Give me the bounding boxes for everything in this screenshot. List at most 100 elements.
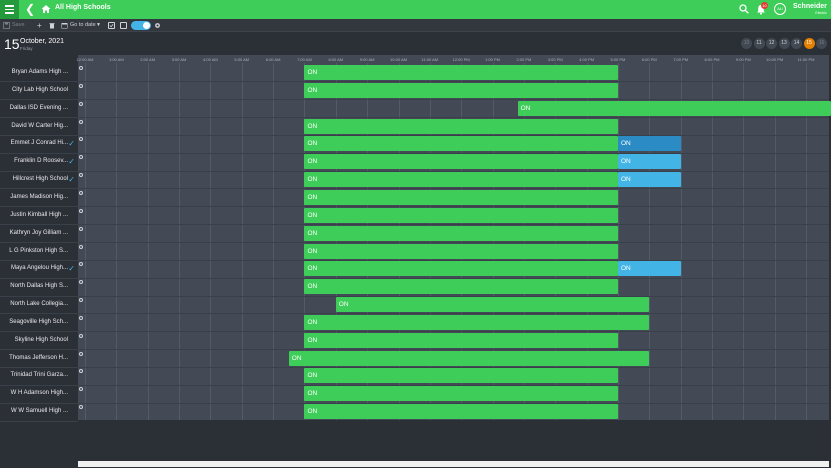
select-all-checkbox[interactable] — [108, 22, 115, 29]
hour-label: 7:00 AM — [297, 57, 312, 62]
school-name: Maya Angelou High... — [10, 265, 68, 272]
hour-gridline — [147, 63, 149, 420]
school-row-label[interactable]: James Madison Hig... — [0, 189, 76, 206]
trash-icon[interactable] — [49, 22, 55, 29]
schedule-event-bar[interactable]: ON — [304, 82, 618, 98]
selected-weekday: Friday — [20, 46, 33, 51]
hamburger-menu-button[interactable] — [0, 0, 19, 19]
schedule-event-bar[interactable]: ON — [304, 136, 618, 152]
school-row-label[interactable]: L G Pinkston High S... — [0, 243, 76, 260]
schedule-event-bar[interactable]: ON — [304, 207, 618, 223]
day-pill-16[interactable]: 16 — [816, 38, 827, 49]
schedule-event-bar[interactable]: ON — [304, 314, 650, 330]
schedule-event-bar[interactable]: ON — [304, 65, 618, 80]
schedule-event-bar[interactable]: ON — [617, 261, 681, 277]
day-pill-10[interactable]: 10 — [741, 38, 752, 49]
day-pill-15[interactable]: 15 — [803, 38, 815, 49]
schedule-event-bar[interactable]: ON — [517, 100, 831, 116]
row-info-icon[interactable] — [79, 119, 83, 124]
row-divider — [0, 295, 829, 297]
row-info-icon[interactable] — [79, 155, 83, 160]
school-row-label[interactable]: Trinidad Trini Garza... — [0, 367, 76, 384]
row-info-icon[interactable] — [79, 226, 83, 231]
toolbar: Save + Go to date ▼ — [0, 19, 831, 32]
school-row-label[interactable]: Emmet J Conrad Hi...✓ — [0, 135, 76, 152]
deselect-checkbox[interactable] — [120, 22, 127, 29]
selected-day-number: 15 — [4, 36, 20, 52]
school-row-label[interactable]: Skyline High School — [0, 332, 76, 349]
school-row-label[interactable]: Thomas Jefferson H... — [0, 350, 76, 367]
row-info-icon[interactable] — [79, 173, 83, 178]
row-info-icon[interactable] — [79, 405, 83, 410]
back-arrow-icon[interactable]: ❮ — [25, 2, 36, 16]
row-info-icon[interactable] — [79, 333, 83, 338]
schedule-event-bar[interactable]: ON — [335, 297, 650, 313]
go-to-date-button[interactable]: Go to date — [70, 22, 96, 28]
row-info-icon[interactable] — [79, 387, 83, 392]
home-icon[interactable] — [41, 4, 51, 14]
hour-label: 9:00 PM — [735, 57, 751, 62]
row-info-icon[interactable] — [79, 369, 83, 374]
row-info-icon[interactable] — [79, 298, 83, 303]
school-row-label[interactable]: Franklin D Roosev...✓ — [0, 153, 76, 170]
school-row-label[interactable]: Maya Angelou High...✓ — [0, 260, 76, 277]
add-icon[interactable]: + — [37, 21, 42, 30]
school-row-label[interactable]: W W Samuell High ... — [0, 403, 76, 420]
school-row-label[interactable]: North Lake Collegia... — [0, 296, 76, 313]
row-info-icon[interactable] — [79, 262, 83, 267]
search-icon[interactable] — [739, 4, 749, 14]
schedule-event-bar[interactable]: ON — [304, 243, 618, 259]
schedule-event-bar[interactable]: ON — [304, 368, 618, 384]
row-info-icon[interactable] — [79, 315, 83, 320]
day-pill-12[interactable]: 12 — [766, 38, 777, 49]
school-row-label[interactable]: North Dallas High S... — [0, 278, 76, 295]
row-info-icon[interactable] — [79, 280, 83, 285]
user-avatar[interactable]: AU — [774, 3, 786, 15]
schedule-event-bar[interactable]: ON — [304, 261, 618, 277]
school-name: Franklin D Roosev... — [14, 158, 68, 165]
row-info-icon[interactable] — [79, 208, 83, 213]
hour-gridline — [461, 63, 463, 420]
horizontal-scrollbar[interactable] — [78, 461, 829, 467]
schedule-event-bar[interactable]: ON — [617, 154, 681, 170]
row-info-icon[interactable] — [79, 66, 83, 70]
day-pill-14[interactable]: 14 — [791, 38, 802, 49]
schedule-event-bar[interactable]: ON — [304, 279, 618, 295]
schedule-event-bar[interactable]: ON — [288, 350, 650, 366]
school-row-label[interactable]: Seagoville High Sch... — [0, 314, 76, 331]
row-info-icon[interactable] — [79, 137, 83, 142]
schedule-event-bar[interactable]: ON — [304, 118, 618, 134]
day-pill-11[interactable]: 11 — [753, 38, 765, 49]
gear-icon[interactable] — [154, 22, 161, 29]
row-info-icon[interactable] — [79, 190, 83, 195]
school-row-label[interactable]: Bryan Adams High ... — [0, 64, 76, 81]
row-info-icon[interactable] — [79, 101, 83, 106]
schedule-event-bar[interactable]: ON — [304, 154, 618, 170]
school-row-label[interactable]: Hillcrest High School✓ — [0, 171, 76, 188]
schedule-event-bar[interactable]: ON — [304, 225, 618, 241]
schedule-event-bar[interactable]: ON — [304, 332, 618, 348]
schedule-event-bar[interactable]: ON — [304, 189, 618, 205]
schedule-event-bar[interactable]: ON — [617, 136, 681, 152]
hour-label: 11:00 AM — [421, 57, 439, 62]
day-pill-13[interactable]: 13 — [778, 38, 790, 49]
schedule-event-bar[interactable]: ON — [617, 172, 681, 188]
schedule-event-bar[interactable]: ON — [304, 404, 618, 420]
row-info-icon[interactable] — [79, 351, 83, 356]
chevron-down-icon[interactable]: ▼ — [96, 22, 101, 28]
hour-gridline — [743, 63, 745, 420]
schedule-event-bar[interactable]: ON — [304, 386, 618, 402]
row-info-icon[interactable] — [79, 244, 83, 249]
row-info-icon[interactable] — [79, 83, 83, 88]
school-row-label[interactable]: Kathryn Joy Gilliam ... — [0, 225, 76, 242]
hour-gridline — [586, 63, 588, 420]
save-button[interactable]: Save — [12, 22, 25, 28]
school-row-label[interactable]: City Lab High School — [0, 82, 76, 99]
schedule-event-bar[interactable]: ON — [304, 172, 618, 188]
school-list — [0, 55, 78, 468]
school-row-label[interactable]: Justin Kimball High ... — [0, 207, 76, 224]
school-row-label[interactable]: David W Carter Hig... — [0, 118, 76, 135]
school-row-label[interactable]: W H Adamson High... — [0, 385, 76, 402]
view-toggle[interactable] — [131, 21, 151, 30]
school-row-label[interactable]: Dallas ISD Evening ... — [0, 100, 76, 117]
